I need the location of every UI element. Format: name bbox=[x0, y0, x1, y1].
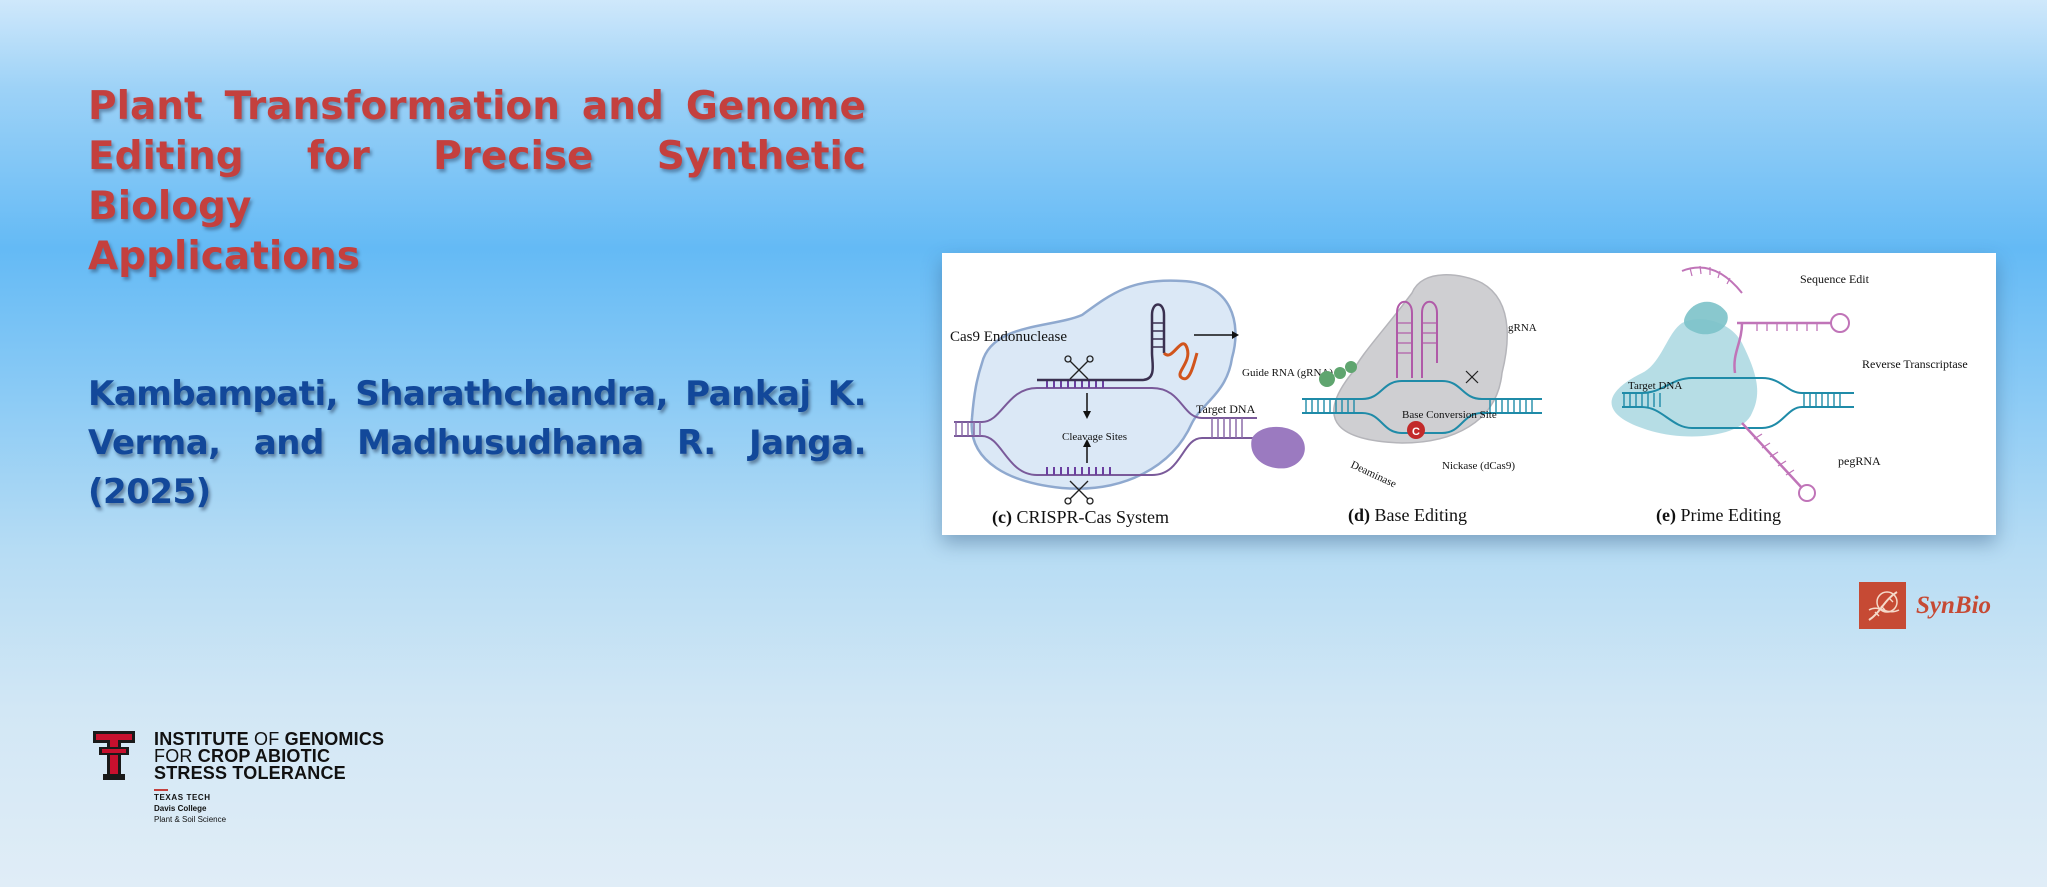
panel-e-caption-text: Prime Editing bbox=[1680, 505, 1781, 525]
authors-line-1: Kambampati, Sharathchandra, Pankaj K. bbox=[88, 374, 867, 414]
target-dna-label: Target DNA bbox=[1196, 402, 1256, 416]
panel-d-caption-text: Base Editing bbox=[1375, 505, 1468, 525]
dna-top-strand-d bbox=[1302, 380, 1542, 400]
target-dna-label-e: Target DNA bbox=[1628, 380, 1682, 392]
sequence-edit-strand bbox=[1681, 266, 1743, 294]
sequence-edit-label: Sequence Edit bbox=[1800, 272, 1870, 286]
synbio-logo: SynBio bbox=[1859, 582, 1991, 629]
grna-hairpin bbox=[1396, 300, 1438, 378]
panel-e: Sequence Edit Reverse Transcriptase Targ… bbox=[1611, 265, 1968, 526]
genome-editing-figure: Cas9 Endonuclease Guide RNA (gRNA) Targe… bbox=[942, 253, 1996, 535]
dna-top-strand bbox=[954, 387, 1257, 423]
dna-bottom-strand bbox=[954, 435, 1257, 476]
for-word: FOR bbox=[154, 746, 198, 766]
figure-svg: Cas9 Endonuclease Guide RNA (gRNA) Targe… bbox=[950, 265, 1968, 528]
scissors-icon bbox=[1465, 370, 1479, 384]
institute-word: INSTITUTE bbox=[154, 729, 249, 749]
panel-e-letter: (e) bbox=[1656, 505, 1676, 526]
reverse-transcriptase-label: Reverse Transcriptase bbox=[1862, 357, 1968, 371]
plant-soil-label: Plant & Soil Science bbox=[154, 815, 227, 824]
panel-c: Cas9 Endonuclease Guide RNA (gRNA) Targe… bbox=[950, 279, 1333, 528]
guide-rna-label: Guide RNA (gRNA) bbox=[1242, 367, 1333, 379]
panel-c-letter: (c) bbox=[992, 507, 1012, 528]
title-line-3: Applications bbox=[88, 234, 360, 279]
texas-tech-double-t-icon bbox=[93, 731, 135, 780]
institute-line-3: STRESS TOLERANCE bbox=[154, 763, 346, 783]
paper-title: Plant Transformation and Genome Editing … bbox=[88, 82, 866, 282]
grna-label: gRNA bbox=[1508, 322, 1537, 334]
stress-tolerance-words: STRESS TOLERANCE bbox=[154, 763, 346, 783]
logo-divider bbox=[154, 789, 168, 791]
panel-c-caption-text: CRISPR-Cas System bbox=[1016, 507, 1169, 527]
panel-e-caption: (e) Prime Editing bbox=[1656, 505, 1781, 526]
davis-college-label: Davis College bbox=[154, 804, 207, 813]
crop-abiotic-words: CROP ABIOTIC bbox=[197, 746, 331, 766]
genomics-word: GENOMICS bbox=[284, 729, 385, 749]
base-site-marker bbox=[1407, 421, 1425, 439]
cleavage-label: Cleavage Sites bbox=[1062, 431, 1127, 443]
panel-d-caption: (d) Base Editing bbox=[1348, 505, 1467, 526]
of-word: OF bbox=[248, 729, 285, 749]
panel-d-letter: (d) bbox=[1348, 505, 1370, 526]
institute-line-1: INSTITUTE OF GENOMICS bbox=[154, 729, 385, 749]
nickase-label: Nickase (dCas9) bbox=[1442, 460, 1515, 472]
dna-bottom-strand-e bbox=[1622, 406, 1854, 429]
title-line-2: Editing for Precise Synthetic Biology bbox=[88, 134, 866, 229]
deaminase-blob bbox=[1251, 426, 1305, 469]
author-citation: Kambampati, Sharathchandra, Pankaj K. Ve… bbox=[88, 370, 867, 517]
institute-logo: INSTITUTE OF GENOMICS FOR CROP ABIOTIC S… bbox=[92, 730, 412, 830]
guide-rna-tail bbox=[1162, 342, 1199, 381]
synbio-label: SynBio bbox=[1916, 591, 1992, 619]
panel-c-caption: (c) CRISPR-Cas System bbox=[992, 507, 1169, 528]
pegrna-label: pegRNA bbox=[1838, 454, 1881, 468]
texas-tech-label: TEXAS TECH bbox=[154, 793, 211, 802]
authors-line-2: Verma, and Madhusudhana R. Janga. (2025) bbox=[88, 423, 867, 512]
base-letter: C bbox=[1412, 426, 1420, 438]
dna-top-strand-e bbox=[1622, 377, 1854, 394]
title-line-1: Plant Transformation and Genome bbox=[88, 84, 866, 129]
scissors-icon bbox=[1064, 480, 1094, 505]
deaminase-label: Deaminase bbox=[1349, 459, 1398, 491]
base-conversion-label: Base Conversion Site bbox=[1402, 409, 1497, 421]
dna-icon bbox=[1859, 582, 1906, 629]
scissors-icon bbox=[1064, 355, 1094, 380]
institute-line-2: FOR CROP ABIOTIC bbox=[154, 746, 331, 766]
panel-d: C gRNA Base Conversion Site Nickase (dCa… bbox=[1251, 274, 1542, 526]
cas9-label: Cas9 Endonuclease bbox=[950, 329, 1067, 345]
